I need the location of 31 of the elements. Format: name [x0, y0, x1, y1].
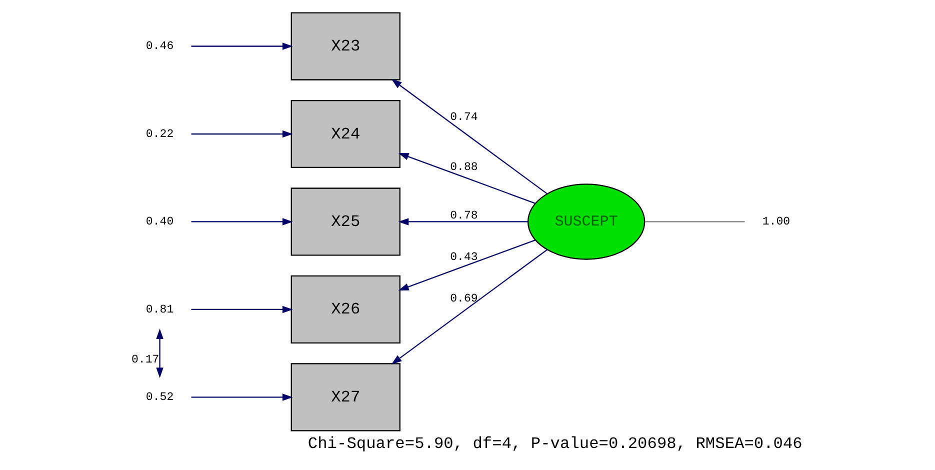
node-box: X23: [290, 12, 400, 80]
arrow: [398, 218, 528, 226]
node-box: X25: [290, 188, 400, 256]
arrow: [398, 240, 536, 290]
arrow: [398, 152, 536, 204]
caption: Chi-Square=5.90, df=4, P-value=0.20698, RMSEA=0.046: [307, 435, 802, 454]
arrow: [190, 306, 292, 314]
arrow: [190, 394, 292, 401]
arrow: [190, 130, 292, 138]
node-text: 0.22: [145, 128, 174, 141]
edge-label: 0.78: [450, 209, 478, 222]
node-text: 0.46: [145, 40, 174, 54]
edge-label: 0.43: [450, 250, 478, 264]
node-text: 0.81: [145, 303, 174, 316]
edge-label: 0.17: [131, 354, 159, 367]
arrow: [390, 249, 548, 364]
node-text: 1.00: [762, 216, 790, 229]
arrow: [190, 42, 292, 50]
edge-label: 0.69: [450, 292, 478, 306]
arrow: [156, 328, 163, 378]
node-ellipse: SUSCEPT: [526, 184, 645, 260]
arrow: [190, 218, 292, 226]
node-text: 0.52: [145, 391, 174, 404]
edge-label: 0.88: [450, 160, 478, 174]
node-box: X26: [290, 275, 400, 344]
node-box: X24: [290, 100, 400, 168]
edge-label: 0.74: [450, 111, 478, 124]
node-box: X27: [290, 363, 400, 432]
arrow: [390, 79, 548, 194]
node-text: 0.40: [145, 216, 174, 229]
connector: [644, 221, 744, 222]
